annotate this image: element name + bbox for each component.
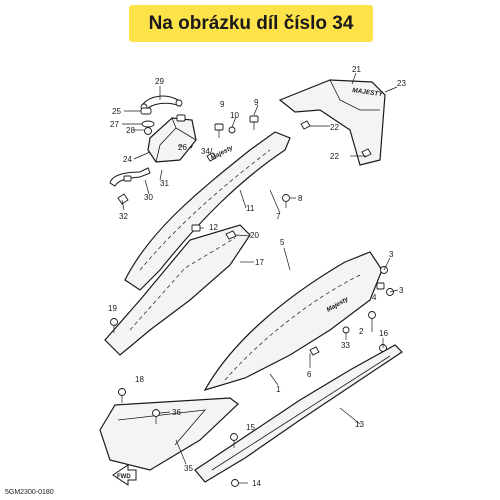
part-1-main-side-cover[interactable]: Majesty — [203, 251, 383, 391]
callout-7: 7 — [276, 212, 281, 221]
part-32-clamp[interactable] — [117, 193, 129, 205]
callout-3-upper: 3 — [389, 250, 394, 259]
part-20-clip[interactable] — [225, 230, 237, 240]
callout-22-lower: 22 — [330, 152, 339, 161]
part-10-washer[interactable] — [228, 126, 236, 134]
callout-19: 19 — [108, 304, 117, 313]
part-9-bolt-right[interactable] — [249, 115, 259, 130]
leader-lines — [121, 72, 399, 465]
callout-21: 21 — [352, 65, 361, 74]
diagram-code: 5GM2300-0180 — [5, 489, 54, 496]
part-4-grommet[interactable] — [376, 282, 385, 290]
part-15-screw[interactable] — [230, 433, 238, 449]
part-24-reservoir-tank[interactable] — [147, 114, 197, 163]
part-6-clip[interactable] — [309, 346, 320, 356]
callout-12: 12 — [209, 223, 218, 232]
brand-text-tail: MAJESTY — [352, 87, 384, 98]
part-28-grommet[interactable] — [144, 127, 152, 135]
callout-15: 15 — [246, 423, 255, 432]
callout-5: 5 — [280, 238, 285, 247]
part-2-screw[interactable] — [368, 311, 376, 327]
callout-1: 1 — [276, 385, 281, 394]
callout-13: 13 — [355, 420, 364, 429]
callout-32: 32 — [119, 212, 128, 221]
callout-8: 8 — [298, 194, 303, 203]
callout-24: 24 — [123, 155, 132, 164]
part-19-screw[interactable] — [110, 318, 118, 334]
callout-22-upper: 22 — [330, 123, 339, 132]
callout-29: 29 — [155, 77, 164, 86]
callout-18: 18 — [135, 375, 144, 384]
part-30-drain-hose[interactable] — [109, 167, 151, 187]
part-36-screw[interactable] — [152, 409, 160, 425]
part-22-clip-upper[interactable] — [300, 120, 311, 130]
callout-20: 20 — [250, 231, 259, 240]
callout-23: 23 — [397, 79, 406, 88]
part-8-screw[interactable] — [282, 194, 290, 209]
callout-33: 33 — [341, 341, 350, 350]
callout-36: 36 — [172, 408, 181, 417]
callout-11: 11 — [246, 204, 255, 213]
callout-28: 28 — [126, 126, 135, 135]
callout-27: 27 — [110, 120, 119, 129]
part-14-screw[interactable] — [231, 479, 249, 487]
part-9-bolt-left[interactable] — [214, 123, 224, 138]
callout-numbers: 29 25 27 28 26 24 31 30 32 10 9 9 34 11 … — [108, 65, 406, 488]
callout-16: 16 — [379, 329, 388, 338]
part-35-lower-front-cover[interactable] — [99, 397, 239, 471]
part-25-clip[interactable] — [140, 107, 152, 115]
callout-30: 30 — [144, 193, 153, 202]
callout-25: 25 — [112, 107, 121, 116]
brand-text-front: Majesty — [210, 144, 235, 162]
callout-10: 10 — [230, 111, 239, 120]
callout-34: 34 — [201, 147, 210, 156]
part-21-tail-cover[interactable]: MAJESTY — [278, 79, 386, 166]
part-33-grommet[interactable] — [342, 326, 350, 334]
banner-text: Na obrázku díl číslo 34 — [148, 12, 354, 34]
callout-6: 6 — [307, 370, 312, 379]
part-22-clip-lower[interactable] — [361, 148, 372, 158]
part-29-hose[interactable] — [140, 95, 183, 111]
part-number-banner: Na obrázku díl číslo 34 — [129, 5, 373, 42]
callout-4: 4 — [372, 293, 377, 302]
callout-31: 31 — [160, 179, 169, 188]
callout-3-lower: 3 — [399, 286, 404, 295]
callout-26: 26 — [178, 143, 187, 152]
part-13-step-rail[interactable] — [194, 344, 403, 483]
callout-17: 17 — [255, 258, 264, 267]
part-12-nut[interactable] — [191, 224, 201, 232]
callout-9-right: 9 — [254, 98, 259, 107]
callout-2: 2 — [359, 327, 364, 336]
fwd-arrow-icon: FWD — [112, 464, 137, 486]
part-34-clip[interactable] — [206, 152, 217, 162]
part-17-side-panel[interactable] — [104, 224, 251, 356]
callout-35: 35 — [184, 464, 193, 473]
callout-14: 14 — [252, 479, 261, 488]
part-18-screw[interactable] — [118, 388, 126, 404]
callout-9-left: 9 — [220, 100, 225, 109]
part-27-clip[interactable] — [141, 120, 155, 128]
fwd-label: FWD — [117, 474, 131, 480]
